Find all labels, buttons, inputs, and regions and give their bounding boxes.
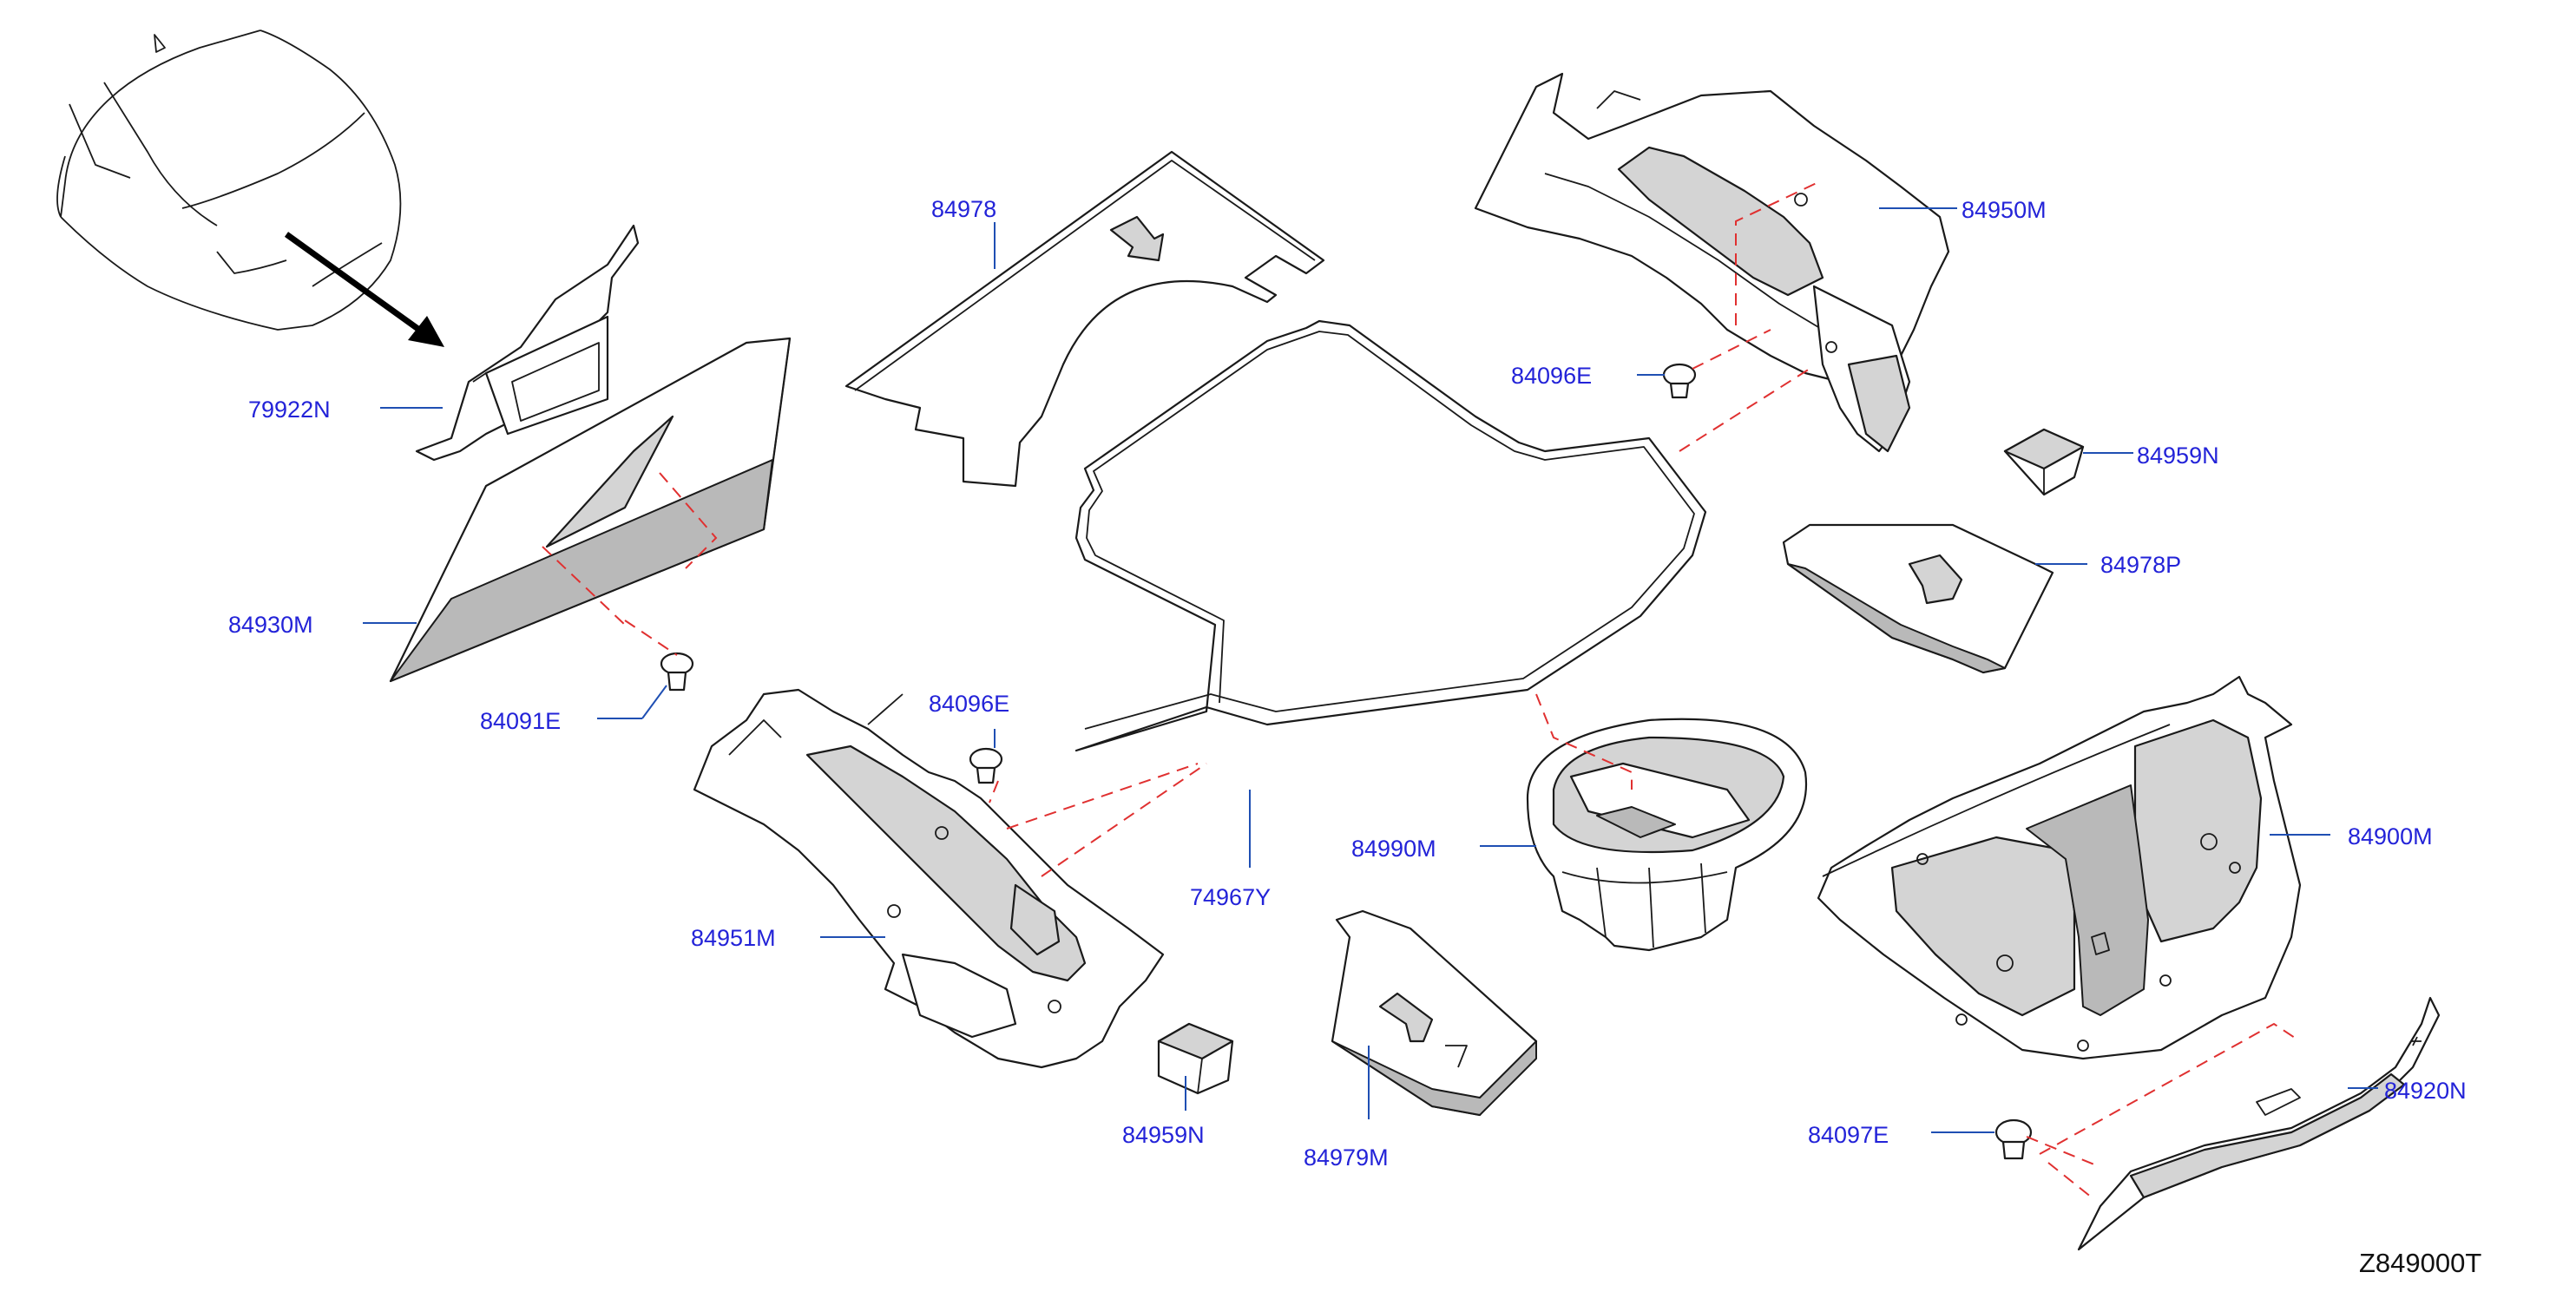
label-84951M: 84951M [691, 925, 776, 951]
label-84920N: 84920N [2384, 1078, 2467, 1104]
part-84978-floor-board [844, 150, 1325, 488]
part-84959N-block-right [2003, 428, 2085, 496]
diagram-code: Z849000T [2359, 1248, 2481, 1278]
label-79922N: 79922N [248, 397, 331, 423]
label-84978P: 84978P [2100, 552, 2181, 578]
part-74967Y-trunk-mat [1074, 319, 1707, 752]
label-74967Y: 74967Y [1190, 884, 1271, 910]
label-84096E-mid: 84096E [929, 691, 1009, 717]
part-84951M-side-trim-left [693, 688, 1165, 1069]
label-84091E: 84091E [480, 708, 561, 734]
alignment-dashed-lines [542, 181, 2301, 1198]
part-84091E-clip [660, 652, 694, 692]
part-84950M-side-trim-right [1474, 72, 1950, 453]
part-84959N-block-bottom [1157, 1022, 1234, 1095]
label-84979M: 84979M [1304, 1144, 1389, 1171]
label-84097E: 84097E [1808, 1122, 1889, 1148]
part-84930M-board [389, 337, 792, 683]
label-84959N-bottom: 84959N [1122, 1122, 1205, 1148]
part-84096E-clip-middle [969, 747, 1003, 784]
part-labels: 79922N 84930M 84091E 84978 84096E 84096E… [228, 196, 2467, 1171]
part-84990M-spare-tub [1526, 718, 1808, 952]
label-84959N-right: 84959N [2137, 443, 2219, 469]
leader-lines [363, 207, 2378, 1133]
part-84097E-clip [1994, 1118, 2033, 1160]
locator-arrow [284, 232, 444, 347]
vehicle-rear-outline [56, 30, 402, 331]
label-84978: 84978 [931, 196, 996, 222]
part-84920N-sill-plate [2077, 996, 2441, 1251]
label-84900M: 84900M [2348, 823, 2433, 849]
part-84900M-trunk-lid-trim [1817, 675, 2302, 1060]
part-79922N-bracket [415, 224, 640, 462]
part-84979M-board [1331, 909, 1538, 1117]
part-84978P-board [1782, 523, 2054, 674]
label-84096E-top: 84096E [1511, 363, 1592, 389]
label-84990M: 84990M [1351, 836, 1436, 862]
part-84096E-clip-upper [1662, 363, 1697, 399]
label-84930M: 84930M [228, 612, 313, 638]
label-84950M: 84950M [1962, 197, 2047, 223]
